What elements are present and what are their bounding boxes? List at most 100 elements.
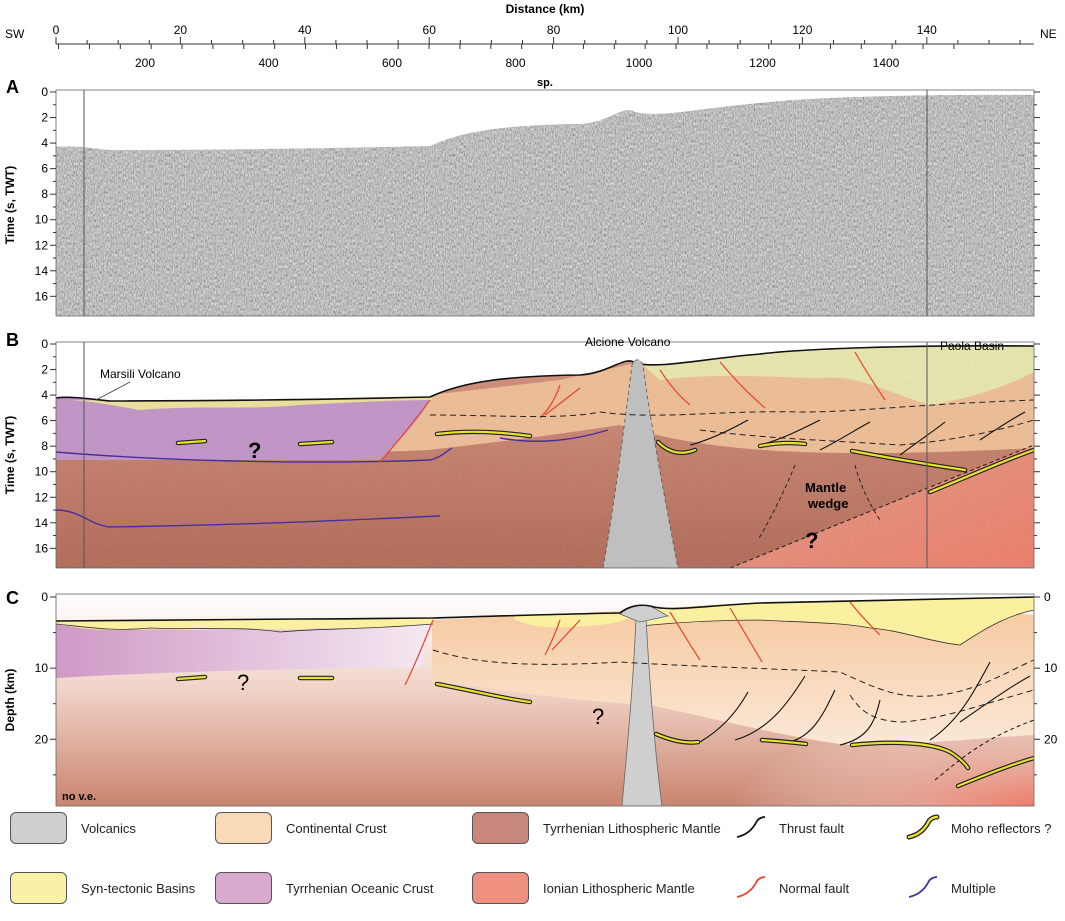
panel-b: B Time (s, TWT) (3, 330, 1040, 569)
panel-b-ylabel: Time (s, TWT) (3, 416, 17, 494)
panel-b-wedge-right (854, 464, 881, 521)
y-tick-label: 0 (41, 590, 48, 604)
panel-c-thrust-5 (929, 661, 991, 741)
panel-b-seafloor (56, 345, 1034, 402)
panel-c-ionian-boundary (934, 719, 1034, 781)
km-tick-label: 80 (547, 23, 561, 37)
legend-label: Thrust fault (779, 820, 845, 836)
legend-label: Continental Crust (286, 820, 387, 836)
y-tick-label: 10 (35, 213, 49, 227)
panel-c-basin-mid (515, 612, 640, 628)
panel-c-thrust-1 (699, 691, 749, 743)
km-tick-label: 100 (668, 23, 688, 37)
y-tick-label-right: 20 (1044, 732, 1058, 746)
panel-b-letter: B (6, 330, 19, 350)
panel-c-thrust-2 (734, 675, 806, 741)
panel-b-question-2: ? (805, 528, 818, 553)
y-tick-label: 4 (41, 136, 48, 150)
axis-right-label: NE (1040, 27, 1057, 41)
legend-item: Syn-tectonic Basins (10, 872, 196, 904)
legend-item: Normal fault (733, 873, 849, 903)
panel-b-normal-fault-4 (659, 369, 691, 406)
panel-c-moho-reflectors (175, 674, 1034, 789)
legend-item: Volcanics (10, 812, 136, 844)
km-tick-label: 60 (423, 23, 437, 37)
panel-b-thrust-3 (819, 421, 871, 451)
panel-c-seafloor (56, 596, 1034, 622)
panel-c-basin-base-east (639, 609, 1034, 646)
km-tick-label: 0 (53, 23, 60, 37)
mantle-wedge-line-1: Mantle (805, 480, 846, 495)
panel-b-question-1: ? (248, 438, 261, 463)
y-tick-label: 6 (41, 414, 48, 428)
legend-item: Tyrrhenian Lithospheric Mantle (472, 812, 721, 844)
y-tick-label: 14 (35, 264, 49, 278)
legend-label: Syn-tectonic Basins (81, 880, 196, 896)
alcione-label: Alcione Volcano (585, 335, 671, 349)
panel-c-dashed-horizon-1 (432, 649, 1034, 697)
y-tick-label: 2 (41, 363, 48, 377)
marsili-leader (95, 381, 131, 401)
panel-b-multiple-1 (56, 447, 453, 463)
sp-tick-label: 200 (135, 56, 155, 70)
legend-item: Ionian Lithospheric Mantle (472, 872, 695, 904)
panel-b-ionian-boundary (729, 444, 1034, 568)
y-tick-label: 2 (41, 111, 48, 125)
panel-c-continental-crust (432, 604, 1034, 745)
km-tick-label: 20 (174, 23, 188, 37)
panel-c-basin-base-west (56, 623, 434, 633)
panel-b-water (56, 342, 1034, 401)
panel-c-thrust-3 (789, 689, 836, 743)
panel-c-normal-fault-3 (551, 619, 581, 651)
legend-label: Normal fault (779, 880, 850, 896)
y-tick-label-right: 10 (1044, 661, 1058, 675)
fault-line-icon (908, 876, 938, 898)
sp-tick-label: 1400 (873, 56, 900, 70)
panel-b-moho-reflectors (175, 429, 1034, 495)
sp-tick-label: 600 (382, 56, 402, 70)
legend-swatch (215, 812, 272, 844)
panel-b-thrust-1 (689, 419, 749, 446)
legend-swatch (472, 872, 529, 904)
y-tick-label: 12 (35, 490, 49, 504)
panel-a-frame (55, 89, 1035, 317)
panel-b-thrust-4 (899, 421, 946, 456)
y-tick-label: 6 (41, 162, 48, 176)
km-tick-label: 40 (298, 23, 312, 37)
legend-label: Tyrrhenian Lithospheric Mantle (543, 820, 721, 836)
moho-symbol-icon (906, 814, 940, 840)
fault-line-icon (736, 816, 766, 838)
panel-c-basin-east (640, 597, 1034, 645)
legend-swatch (472, 812, 529, 844)
panel-a-water (56, 90, 1034, 150)
panel-c-normal-fault-4 (669, 611, 701, 661)
axis-title: Distance (km) (506, 2, 585, 16)
km-tick-label: 140 (917, 23, 937, 37)
legend-label: Moho reflectors ? (951, 820, 1052, 836)
panel-c-frame (55, 593, 1035, 807)
legend-swatch (215, 872, 272, 904)
y-tick-label: 12 (35, 238, 49, 252)
panel-c-normal-fault-1 (404, 619, 434, 686)
y-tick-label: 10 (35, 661, 49, 675)
sp-tick-label: 1200 (749, 56, 776, 70)
y-tick-label: 8 (41, 439, 48, 453)
panel-a-letter: A (6, 77, 19, 97)
panel-b-normal-fault-2 (539, 384, 561, 419)
legend-swatch (10, 812, 67, 844)
panel-b-multiple-2 (56, 509, 441, 528)
y-tick-label: 14 (35, 516, 49, 530)
legend-label: Tyrrhenian Oceanic Crust (286, 880, 434, 896)
panel-b-dashed-horizon-1 (429, 399, 1034, 418)
legend-label: Multiple (951, 880, 996, 896)
panel-b-thrust-5 (979, 411, 1026, 441)
panel-c-oceanic-crust (56, 621, 433, 678)
panel-b-frame (55, 341, 1035, 569)
sp-label: sp. (537, 77, 553, 89)
